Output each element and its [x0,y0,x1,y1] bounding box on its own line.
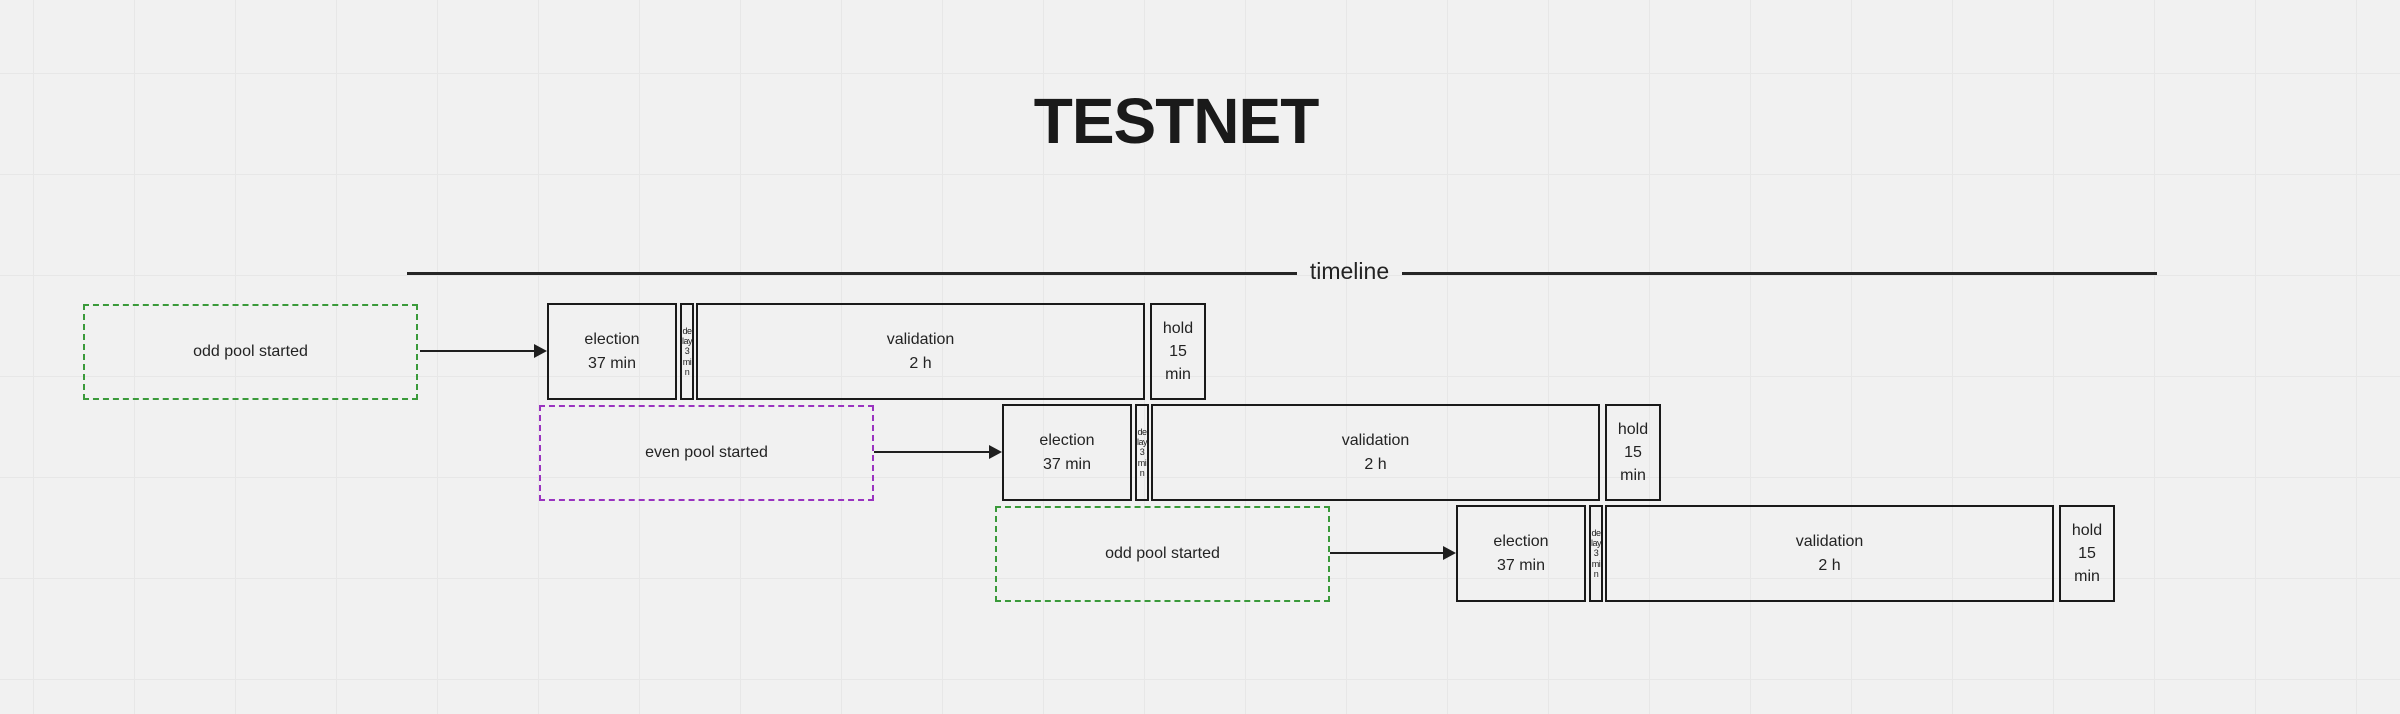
timeline-line-left [407,272,1297,275]
start-box-label: even pool started [645,444,768,461]
timeline-label: timeline [1309,258,1390,284]
election-name: election [1039,432,1095,450]
hold-box-2: hold 15 min [1605,404,1661,501]
election-duration: 37 min [1042,455,1092,473]
arrow-line-3 [1330,552,1445,554]
delay-box-2: delay 3 min [1135,404,1149,501]
page-title: TESTNET [1033,85,1320,157]
validation-name: validation [1341,432,1410,450]
validation-name: validation [1795,533,1864,551]
timeline-line-right [1402,272,2157,275]
election-box-2: election 37 min [1002,404,1132,501]
arrow-line-2 [874,451,991,453]
hold-box-3: hold 15 min [2059,505,2115,602]
election-duration: 37 min [587,354,637,372]
hold-label: hold 15 min [1162,319,1194,384]
hold-label: hold 15 min [1617,420,1649,485]
election-box-3: election 37 min [1456,505,1586,602]
validation-duration: 2 h [1818,556,1841,574]
election-duration: 37 min [1496,556,1546,574]
delay-label: delay 3 min [1591,527,1602,580]
election-name: election [1493,533,1549,551]
election-box-1: election 37 min [547,303,677,400]
hold-label: hold 15 min [2071,521,2103,586]
validation-box-3: validation 2 h [1605,505,2054,602]
delay-label: delay 3 min [682,325,693,378]
validation-name: validation [886,331,955,349]
arrow-head-icon [534,344,547,358]
arrow-head-icon [1443,546,1456,560]
arrow-line-1 [420,350,535,352]
start-box-odd-pool-1: odd pool started [83,304,418,400]
start-box-label: odd pool started [1105,545,1220,562]
validation-box-2: validation 2 h [1151,404,1600,501]
election-name: election [584,331,640,349]
start-box-label: odd pool started [193,343,308,360]
start-box-even-pool: even pool started [539,405,874,501]
delay-label: delay 3 min [1137,426,1148,479]
validation-duration: 2 h [1364,455,1387,473]
delay-box-1: delay 3 min [680,303,694,400]
validation-box-1: validation 2 h [696,303,1145,400]
start-box-odd-pool-2: odd pool started [995,506,1330,602]
delay-box-3: delay 3 min [1589,505,1603,602]
arrow-head-icon [989,445,1002,459]
validation-duration: 2 h [909,354,932,372]
hold-box-1: hold 15 min [1150,303,1206,400]
